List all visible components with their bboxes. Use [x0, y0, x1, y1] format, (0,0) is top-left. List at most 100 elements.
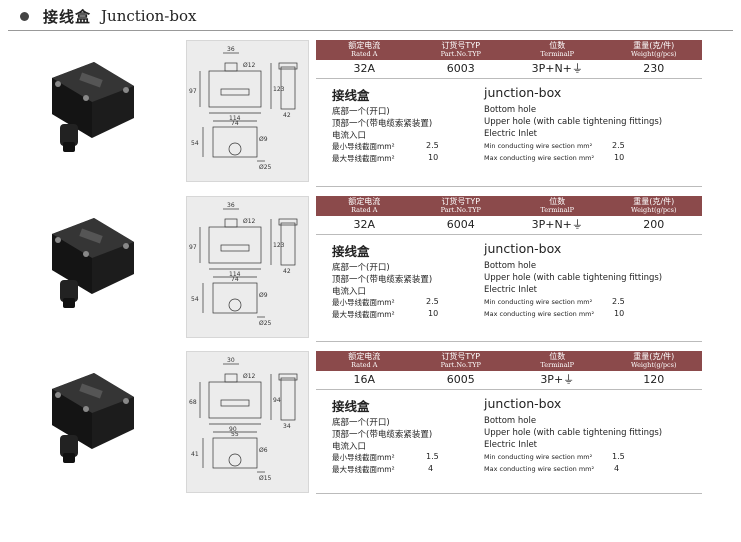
svg-text:90: 90: [229, 426, 237, 433]
svg-text:Ø25: Ø25: [259, 164, 272, 171]
svg-text:97: 97: [189, 244, 197, 251]
desc-title-en: junction-box: [484, 396, 562, 411]
spec-header-cn: 订货号TYP: [441, 41, 481, 50]
spec-header-en: Weight(g/pcs): [630, 206, 677, 214]
spec-header-en: Rated A: [351, 361, 378, 369]
upper-hole-cn: 顶部一个(带电缆索紧装置): [332, 430, 433, 440]
terminal-count: 3P+N+⏚: [531, 218, 583, 231]
desc-title-cn: 接线盒: [332, 88, 370, 103]
part-number: 6005: [446, 373, 475, 386]
section-divider: [316, 493, 702, 494]
svg-text:30: 30: [227, 357, 235, 364]
svg-text:Ø12: Ø12: [243, 62, 256, 69]
spec-header-cn: 重量(克/件): [633, 41, 675, 50]
svg-text:Ø9: Ø9: [259, 136, 268, 143]
product-description: 接线盒 junction-box 底部一个(开口) Bottom hole 顶部…: [316, 85, 702, 180]
bottom-hole-cn: 底部一个(开口): [332, 107, 390, 117]
spec-header-en: Part.No.TYP: [440, 361, 481, 369]
spec-header-en: Rated A: [351, 206, 378, 214]
header-divider: [8, 30, 733, 31]
bottom-hole-cn: 底部一个(开口): [332, 263, 390, 273]
svg-text:94: 94: [273, 397, 281, 404]
max-section-en: Max conducting wire section mm²: [484, 154, 595, 162]
spec-header-en: Part.No.TYP: [440, 206, 481, 214]
max-section-en: Max conducting wire section mm²: [484, 310, 595, 318]
spec-header-cn: 位数: [549, 352, 566, 361]
desc-title-en: junction-box: [484, 85, 562, 100]
part-number: 6003: [446, 62, 475, 75]
max-section-value-en: 10: [614, 153, 625, 162]
svg-text:Ø25: Ø25: [259, 320, 272, 327]
svg-text:34: 34: [283, 423, 291, 430]
max-section-en: Max conducting wire section mm²: [484, 465, 595, 473]
page-header: 接线盒 Junction-box: [20, 2, 196, 30]
min-section-en: Min conducting wire section mm²: [484, 142, 593, 150]
spec-header-en: Rated A: [351, 50, 378, 58]
terminal-count: 3P+N+⏚: [531, 62, 583, 75]
max-section-value: 4: [428, 464, 434, 473]
spec-header-cn: 额定电流: [348, 41, 381, 50]
svg-text:36: 36: [227, 46, 235, 53]
desc-title-cn: 接线盒: [332, 399, 370, 414]
min-section-en: Min conducting wire section mm²: [484, 298, 593, 306]
spec-header-en: Part.No.TYP: [440, 50, 481, 58]
upper-hole-en: Upper hole (with cable tightening fittin…: [484, 117, 663, 127]
bullet-icon: [20, 11, 29, 21]
spec-header-cell: 重量(克/件)Weight(g/pcs): [606, 351, 703, 371]
upper-hole-en: Upper hole (with cable tightening fittin…: [484, 273, 663, 283]
svg-text:Ø12: Ø12: [243, 373, 256, 380]
spec-header-en: TerminalP: [540, 361, 575, 369]
section-divider: [316, 186, 702, 187]
min-section-value: 2.5: [426, 297, 439, 306]
rated-current: 32A: [353, 62, 376, 75]
technical-drawing: 36 Ø12 114 97 123 42 74 54 Ø9 Ø25: [186, 40, 309, 182]
electric-inlet-cn: 电流入口: [332, 287, 367, 297]
upper-hole-en: Upper hole (with cable tightening fittin…: [484, 428, 663, 438]
max-section-value: 10: [428, 153, 439, 162]
svg-text:54: 54: [191, 140, 199, 147]
upper-hole-cn: 顶部一个(带电缆索紧装置): [332, 275, 433, 285]
spec-header-cn: 订货号TYP: [441, 197, 481, 206]
spec-header-cn: 位数: [549, 41, 566, 50]
svg-text:Ø9: Ø9: [259, 292, 268, 299]
spec-header-cell: 重量(克/件)Weight(g/pcs): [606, 40, 703, 60]
spec-value-row: 32A 6004 3P+N+⏚ 200: [316, 216, 702, 235]
max-section-value: 10: [428, 309, 439, 318]
svg-text:54: 54: [191, 296, 199, 303]
terminal-count: 3P+⏚: [540, 373, 575, 386]
spec-value-row: 16A 6005 3P+⏚ 120: [316, 371, 702, 390]
product-description: 接线盒 junction-box 底部一个(开口) Bottom hole 顶部…: [316, 396, 702, 491]
min-section-value: 1.5: [426, 452, 439, 461]
desc-title-en: junction-box: [484, 241, 562, 256]
svg-text:114: 114: [229, 115, 241, 122]
spec-header-cell: 重量(克/件)Weight(g/pcs): [606, 196, 703, 216]
product-photo: [34, 48, 144, 158]
spec-value-row: 32A 6003 3P+N+⏚ 230: [316, 60, 702, 79]
spec-header-cn: 重量(克/件): [633, 197, 675, 206]
svg-text:74: 74: [231, 120, 239, 127]
svg-text:Ø15: Ø15: [259, 475, 272, 482]
spec-header-cn: 重量(克/件): [633, 352, 675, 361]
spec-header-cn: 额定电流: [348, 352, 381, 361]
svg-text:55: 55: [231, 431, 239, 438]
bottom-hole-cn: 底部一个(开口): [332, 418, 390, 428]
max-section-cn: 最大导线截面mm²: [332, 310, 395, 319]
svg-text:123: 123: [273, 86, 285, 93]
product-description: 接线盒 junction-box 底部一个(开口) Bottom hole 顶部…: [316, 241, 702, 336]
